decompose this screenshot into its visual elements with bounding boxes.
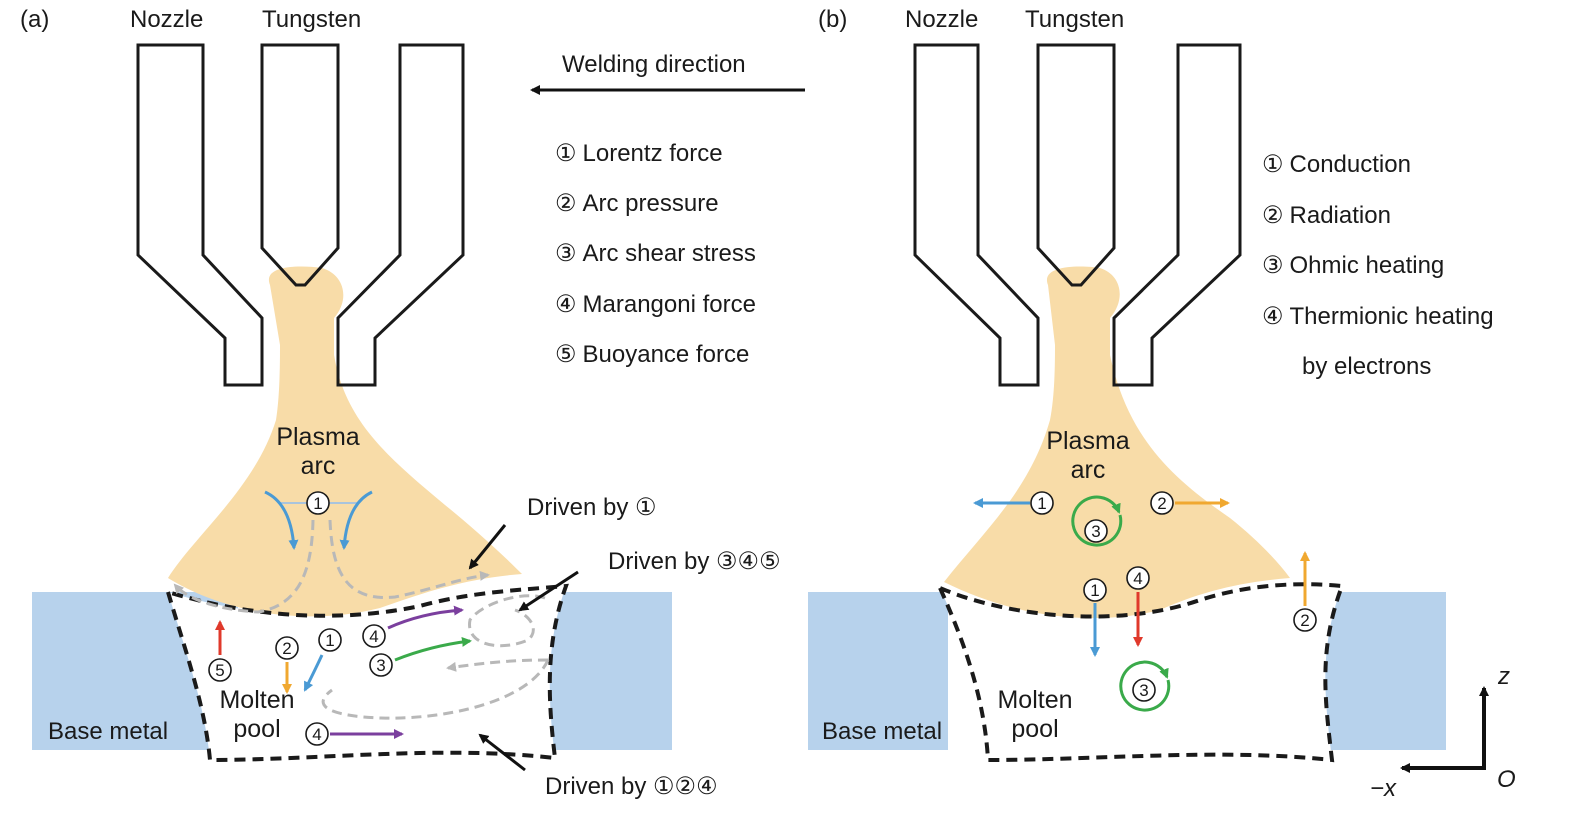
marker-pool-pressure-label: 2 [282, 639, 291, 658]
marker-arc-lorentz: 1 [306, 491, 330, 515]
plasma-label-line2-b: arc [1071, 456, 1106, 484]
nozzle-left-wall [136, 43, 264, 387]
molten-pool-label-line1-b: Molten [997, 686, 1072, 714]
marker-pool-buoyance: 5 [208, 658, 232, 682]
tungsten-label-b: Tungsten [1025, 6, 1124, 33]
panel-b: (b) Nozzle Tungsten 1 2 3 [808, 6, 1516, 802]
marker-pool-marangoni-bottom-label: 4 [312, 725, 321, 744]
marker-pool-marangoni-bottom: 4 [305, 722, 329, 746]
base-metal-left-block-b [808, 592, 948, 750]
panel-a-tag: (a) [20, 6, 49, 33]
nozzle-left-wall-b [913, 43, 1040, 387]
marker-surface-conduction-label: 1 [1090, 581, 1099, 600]
marker-pool-ohmic: 3 [1132, 678, 1156, 702]
marker-pool-marangoni-top: 4 [362, 624, 386, 648]
marker-surface-conduction: 1 [1083, 578, 1107, 602]
gray-flow-lines [173, 519, 550, 720]
marker-arc-lorentz-label: 1 [313, 494, 322, 513]
marker-pool-lorentz: 1 [318, 628, 342, 652]
marker-arc-radiation-label: 2 [1157, 494, 1166, 513]
base-metal-label-b: Base metal [822, 718, 942, 745]
flow-line-right [328, 519, 490, 599]
tungsten-electrode [260, 43, 340, 287]
lorentz-arrow-right [339, 490, 373, 550]
marker-right-radiation: 2 [1293, 608, 1317, 632]
nozzle-label: Nozzle [130, 6, 203, 33]
flow-vortex-upper [468, 594, 546, 648]
marker-surface-thermionic-label: 4 [1133, 569, 1142, 588]
marker-right-radiation-label: 2 [1300, 611, 1309, 630]
base-metal-label: Base metal [48, 718, 168, 745]
coordinate-axes: z −x O [1370, 663, 1516, 802]
molten-pool-boundary [165, 583, 569, 763]
base-metal-right-block-b [1322, 592, 1446, 750]
marker-pool-marangoni-top-label: 4 [369, 627, 378, 646]
shear-arrow [394, 636, 472, 662]
panel-b-tag: (b) [818, 6, 847, 33]
z-axis-label: z [1497, 663, 1510, 690]
plasma-label-line1: Plasma [276, 423, 359, 451]
marker-pool-pressure: 2 [275, 636, 299, 660]
annotation-arrow-345 [518, 570, 579, 612]
driven-by-124-label: Driven by ①②④ [545, 773, 718, 800]
marker-arc-conduction-label: 1 [1037, 494, 1046, 513]
marker-arc-ohmic-label: 3 [1091, 522, 1100, 541]
molten-pool-label-line2-b: pool [1011, 715, 1058, 743]
flow-line-left [173, 519, 315, 614]
x-axis-label: −x [1370, 775, 1397, 802]
driven-by-345-label: Driven by ③④⑤ [608, 548, 781, 575]
marker-arc-ohmic: 3 [1084, 519, 1108, 543]
plasma-arc-shape [168, 266, 522, 617]
pool-lorentz-arrow [303, 654, 324, 692]
plasma-label-line2: arc [301, 452, 336, 480]
base-metal-right-block [538, 592, 672, 750]
marker-arc-conduction: 1 [1030, 491, 1054, 515]
nozzle-label-b: Nozzle [905, 6, 978, 33]
molten-pool-label-line1: Molten [219, 686, 294, 714]
annotation-arrow-1 [468, 524, 507, 570]
marker-arc-radiation: 2 [1150, 491, 1174, 515]
nozzle-right-wall-b [1112, 43, 1242, 387]
annotation-arrow-124 [478, 733, 526, 772]
pool-ohmic-rotation-arrow [1119, 660, 1171, 712]
molten-pool-area [168, 586, 566, 760]
welding-direction-label: Welding direction [562, 51, 746, 78]
marker-pool-lorentz-label: 1 [325, 631, 334, 650]
marker-pool-shear: 3 [369, 653, 393, 677]
driven-by-1-label: Driven by ① [527, 494, 657, 521]
lorentz-arrow-left [264, 490, 299, 550]
molten-pool-area-b [940, 584, 1342, 760]
marker-pool-shear-label: 3 [376, 656, 385, 675]
marker-pool-ohmic-label: 3 [1139, 681, 1148, 700]
tungsten-electrode-b [1036, 43, 1116, 287]
marker-pool-buoyance-label: 5 [215, 661, 224, 680]
arc-ohmic-rotation-arrow [1071, 495, 1123, 547]
nozzle-right-wall [336, 43, 465, 387]
molten-pool-label-line2: pool [233, 715, 280, 743]
flow-vortex-lower [321, 659, 550, 720]
origin-label: O [1497, 766, 1516, 793]
panel-a: (a) Nozzle Tungsten [20, 6, 805, 800]
marangoni-arrow-top [387, 605, 464, 630]
legend-item-thermionic-cont: by electrons [1302, 353, 1431, 380]
tungsten-label: Tungsten [262, 6, 361, 33]
plasma-arc-shape-b [944, 266, 1290, 619]
plasma-label-line1-b: Plasma [1046, 427, 1129, 455]
flow-line-upper-return [446, 658, 549, 672]
marker-surface-thermionic: 4 [1126, 566, 1150, 590]
